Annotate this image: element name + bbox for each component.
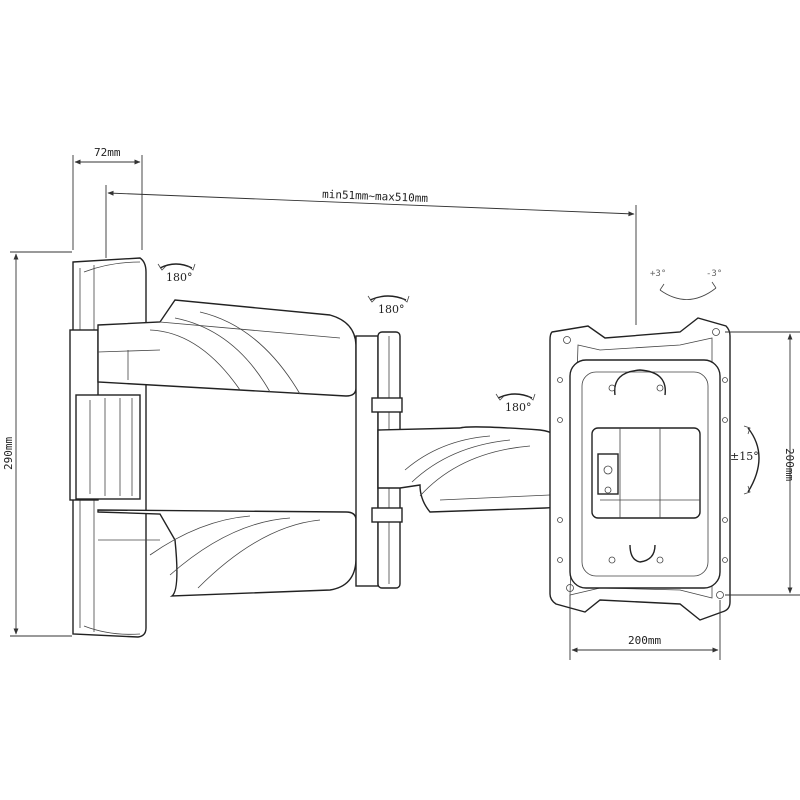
dimension-vesa-vertical-label: 200mm [783,448,796,481]
upper-arm [97,299,357,397]
rotation-middle-joint-icon [367,295,410,303]
rotation-wall-joint-icon [157,263,196,271]
dimension-290mm [10,251,72,637]
wall-plate [69,257,147,638]
dimension-height-label: 290mm [2,437,15,470]
tilt-indicator-icon [743,425,760,495]
dimension-extension-label: min51mm~max510mm [322,188,429,205]
dimension-vesa-horizontal-label: 200mm [628,634,661,647]
rotation-head-joint-label: 180° [505,401,532,414]
dimension-200mm-horizontal [569,595,721,660]
level-minus-label: -3° [706,269,722,279]
level-adjust-icon [659,281,717,300]
dimension-200mm-vertical [725,331,800,596]
middle-hinge [355,331,403,589]
dimension-72mm [72,155,143,250]
level-plus-label: +3° [650,269,666,279]
rotation-head-joint-icon [495,393,536,401]
dimension-extension [105,185,637,325]
rotation-wall-joint-label: 180° [166,271,193,284]
lower-arm [97,509,357,597]
rotation-middle-joint-label: 180° [378,303,405,316]
dimension-base-depth-label: 72mm [94,146,121,159]
forearm [377,426,563,513]
tilt-label: ±15° [730,450,759,463]
vesa-plate [549,317,731,621]
